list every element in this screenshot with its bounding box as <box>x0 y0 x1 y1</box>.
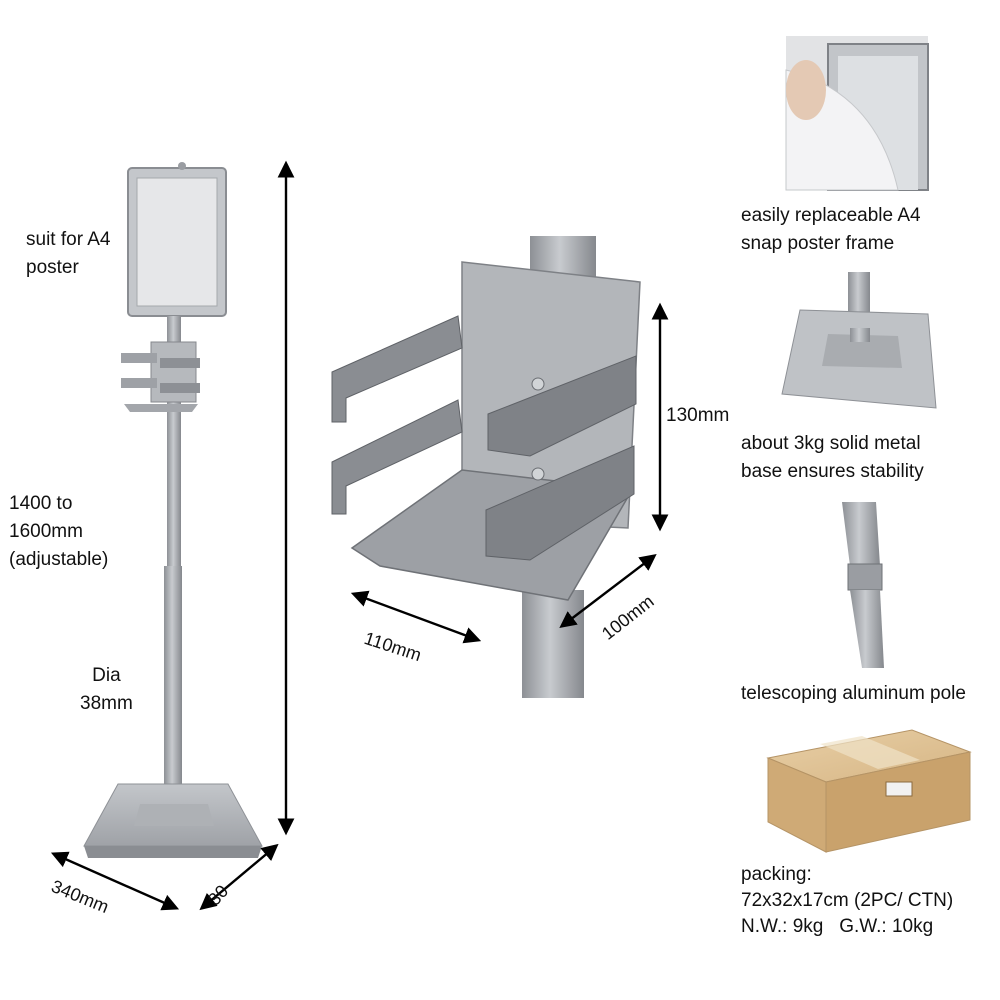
lower-left-arm <box>331 399 463 515</box>
height-label-line1: 1400 to <box>9 493 73 514</box>
packing-caption: packing: 72x32x17cm (2PC/ CTN) N.W.: 9kg… <box>741 862 953 940</box>
height-label-line2: 1600mm <box>9 521 83 542</box>
height-label-line3: (adjustable) <box>9 549 109 570</box>
a4-poster-label-line2: poster <box>26 257 79 278</box>
pole-lower <box>164 566 182 826</box>
poster-area <box>136 177 218 307</box>
holder-pole-bottom <box>522 590 584 698</box>
diameter-label-line1: Dia <box>92 665 121 686</box>
packing-caption-line3: N.W.: 9kg G.W.: 10kg <box>741 916 934 937</box>
base-caption-line1: about 3kg solid metal <box>741 433 921 454</box>
base-caption-line2: base ensures stability <box>741 461 924 482</box>
carton-photo <box>766 729 972 853</box>
packing-caption-line2: 72x32x17cm (2PC/ CTN) <box>741 890 954 911</box>
screw-lower <box>531 467 545 481</box>
base-caption: about 3kg solid metal base ensures stabi… <box>741 430 924 486</box>
pole-caption: telescoping aluminum pole <box>741 683 966 704</box>
base-photo <box>781 272 937 409</box>
holder-height-label: 130mm <box>666 405 730 426</box>
base-width-arrow <box>50 851 180 911</box>
diameter-label: Dia 38mm <box>80 662 133 718</box>
base-depth-arrow <box>199 843 279 911</box>
frame-knob <box>178 162 186 170</box>
upper-left-arm <box>331 315 463 423</box>
upper-right-arm <box>487 355 637 457</box>
small-holder <box>121 341 200 412</box>
height-label: 1400 to 1600mm (adjustable) <box>9 490 108 574</box>
pole-photo <box>842 502 884 668</box>
full-stand-illustration <box>83 162 263 858</box>
a4-poster-label-line1: suit for A4 <box>26 229 111 250</box>
diameter-label-line2: 38mm <box>80 693 133 714</box>
snap-frame-photo <box>785 36 929 191</box>
holder-closeup-illustration <box>331 236 641 698</box>
snap-frame-caption: easily replaceable A4 snap poster frame <box>741 202 921 258</box>
holder-width-arrow <box>350 590 482 644</box>
screw-upper <box>531 377 545 391</box>
snap-frame-caption-line2: snap poster frame <box>741 233 895 254</box>
a4-poster-label: suit for A4 poster <box>26 226 111 282</box>
lower-right-arm <box>485 445 635 561</box>
packing-caption-line1: packing: <box>741 864 812 885</box>
snap-frame-caption-line1: easily replaceable A4 <box>741 205 921 226</box>
holder-depth-arrow <box>559 553 657 629</box>
